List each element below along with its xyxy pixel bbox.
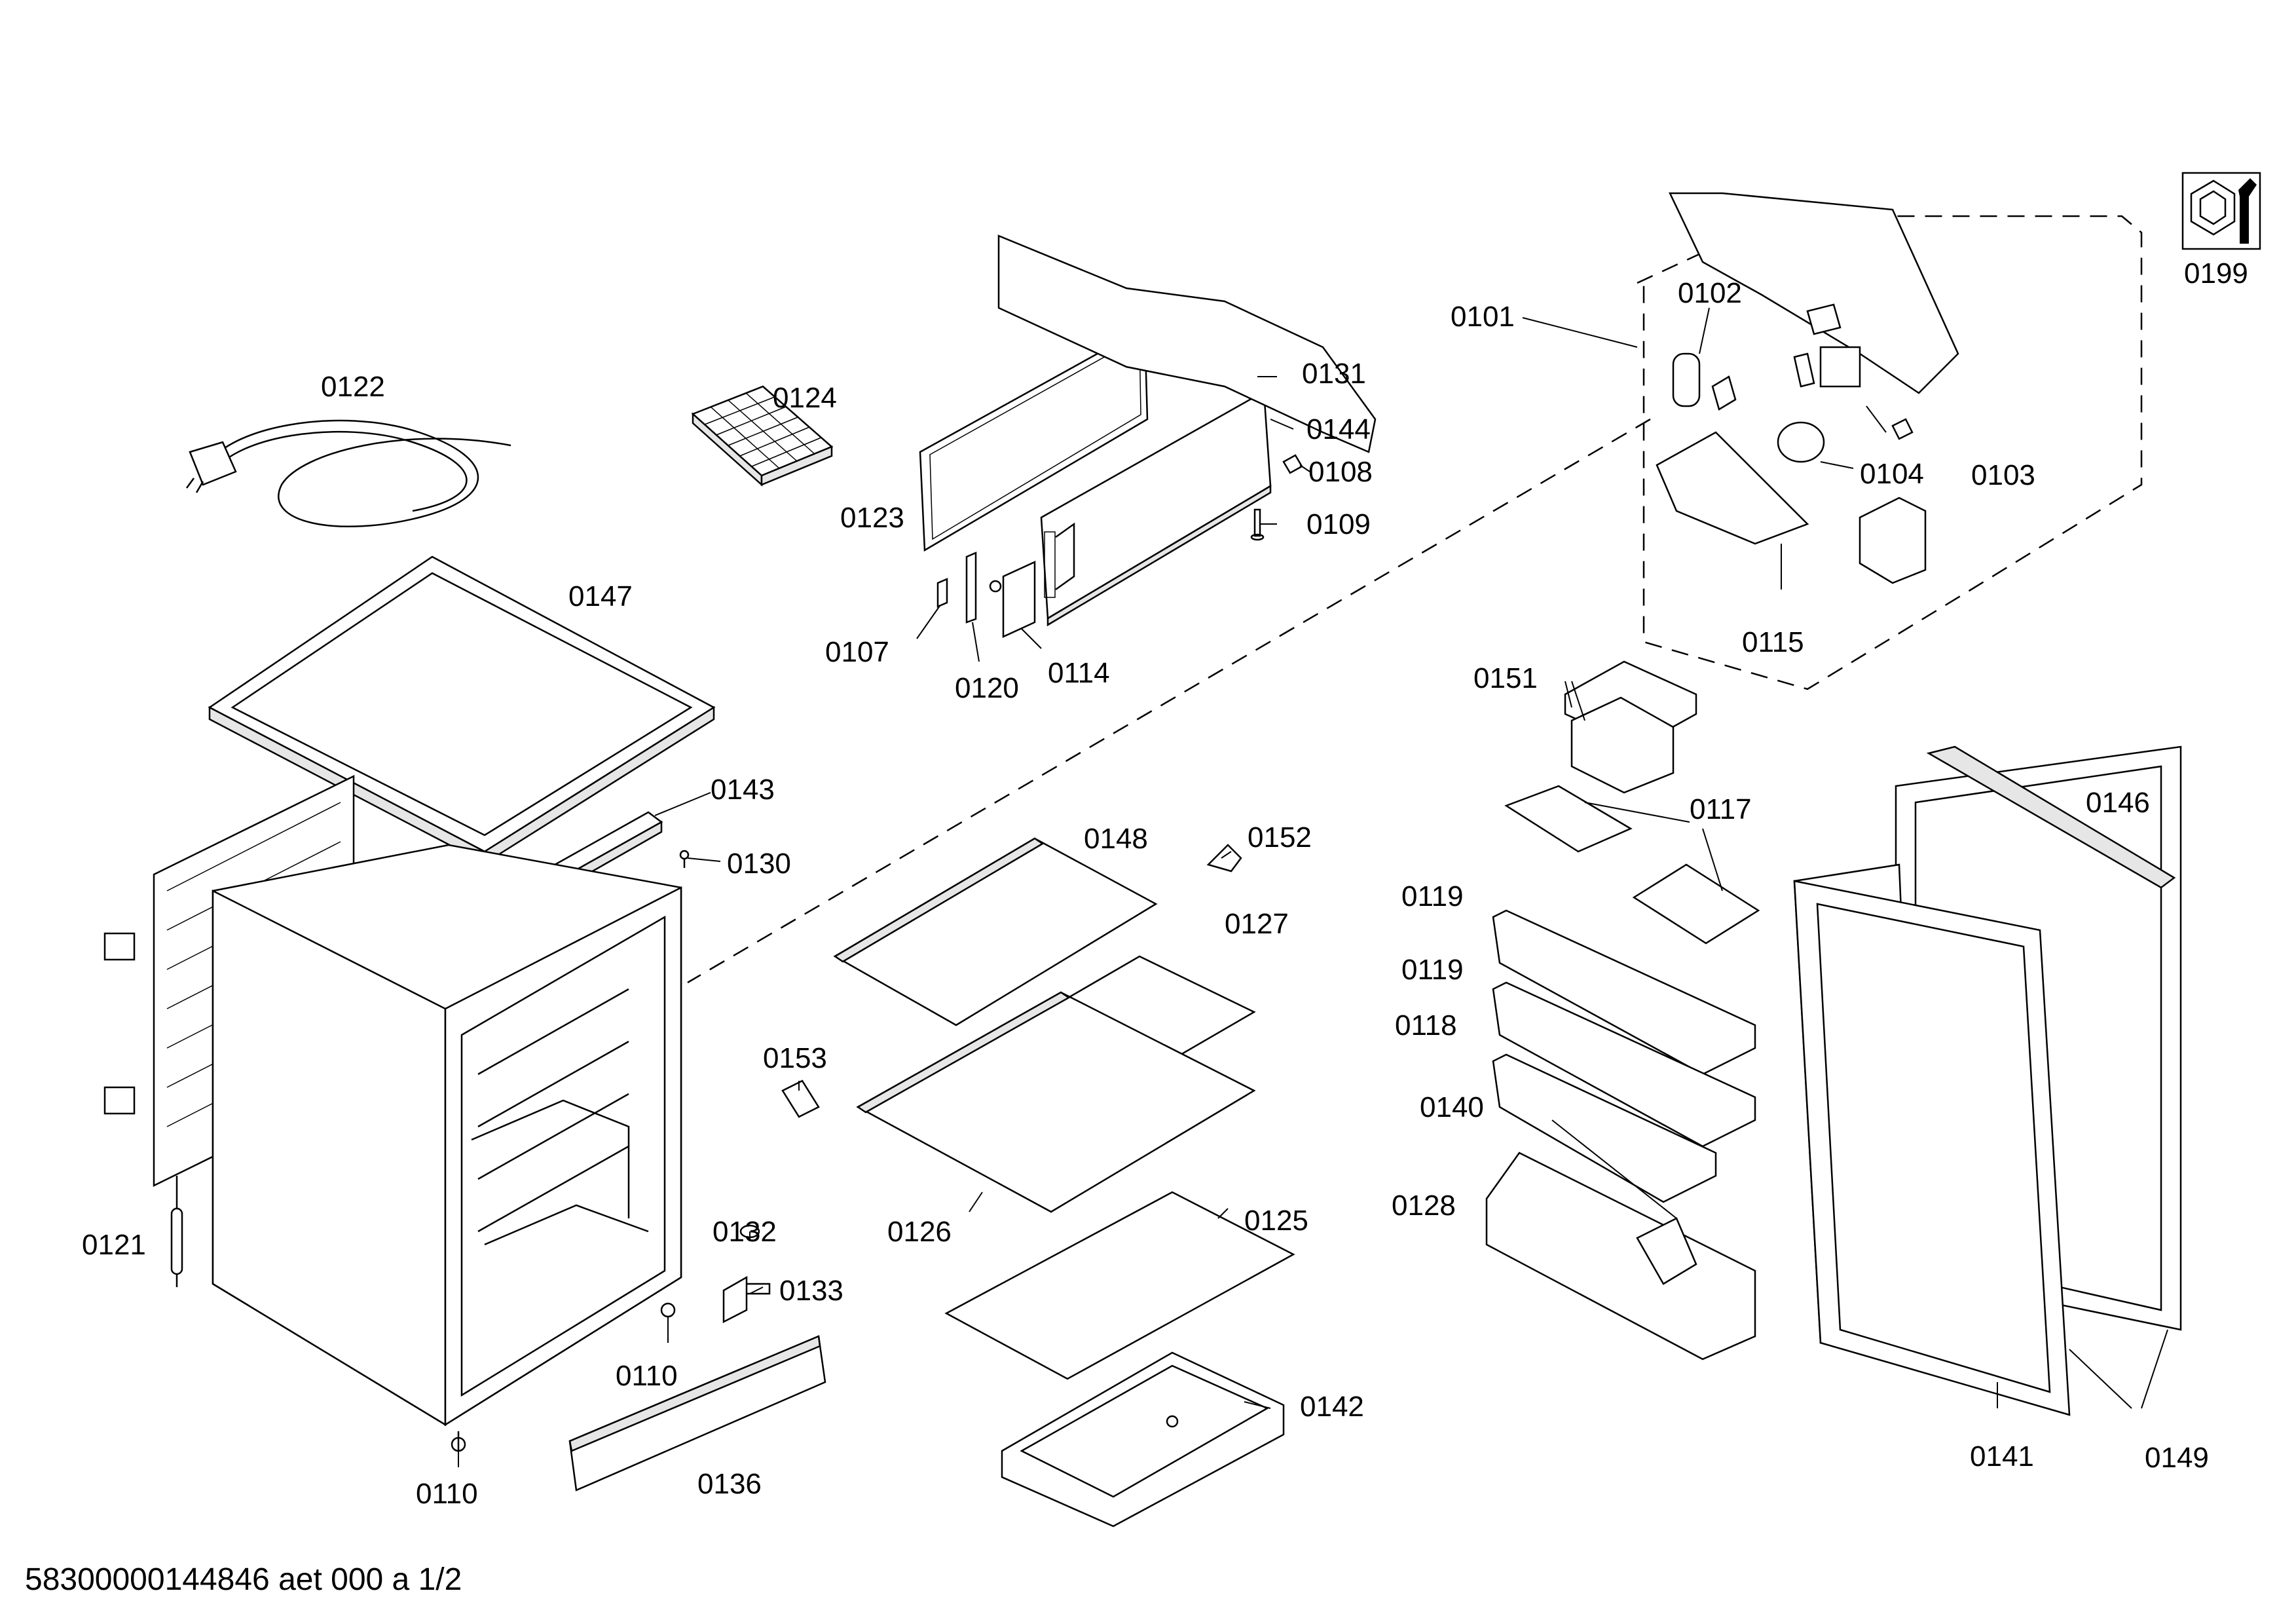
ice-tray-drawing [691,385,834,487]
part-label-0125: 0125 [1244,1205,1308,1237]
thermostat-lamp-assembly-drawing [997,192,1959,584]
part-label-0147: 0147 [568,580,633,612]
shelf-clips-drawing [781,844,1242,1118]
door-bins-drawing [1485,660,1760,1361]
part-label-0132: 0132 [713,1216,777,1248]
part-label-0110b: 0110 [416,1478,478,1510]
part-label-0144: 0144 [1306,413,1371,445]
kick-plate-drawing [568,1335,826,1492]
part-label-0199: 0199 [2184,257,2248,290]
assembly-dashed-outline [687,215,2143,984]
nut-and-wrench-icon [2181,172,2261,250]
glass-shelves-drawing [833,837,1295,1380]
freezer-compartment-door-drawing [1040,357,1303,627]
part-label-0141: 0141 [1970,1440,2034,1473]
part-label-0104: 0104 [1860,458,1924,490]
refrigerator-cabinet-drawing [103,774,682,1452]
part-label-0107: 0107 [825,636,889,668]
part-label-0108: 0108 [1308,456,1373,488]
part-label-0119a: 0119 [1401,880,1464,912]
part-label-0101: 0101 [1451,301,1515,333]
part-label-0128: 0128 [1392,1190,1456,1222]
door-hinge-parts-drawing [936,552,1036,638]
part-label-0146: 0146 [2086,787,2150,819]
part-label-0153: 0153 [763,1042,827,1074]
part-label-0149: 0149 [2145,1442,2209,1474]
part-label-0109: 0109 [1306,508,1371,540]
crisper-drawer-drawing [1001,1351,1285,1528]
part-label-0131: 0131 [1302,358,1366,390]
part-label-0130: 0130 [727,848,791,880]
part-label-0148: 0148 [1084,823,1148,855]
part-label-0110a: 0110 [616,1360,678,1392]
part-label-0102: 0102 [1678,277,1742,309]
part-label-0114: 0114 [1048,657,1110,689]
part-label-0118: 0118 [1395,1009,1457,1042]
part-label-0119b: 0119 [1401,954,1464,986]
power-cord-drawing [185,419,511,527]
part-label-0121: 0121 [82,1229,146,1261]
leader-lines [458,307,2168,1467]
part-label-0117: 0117 [1690,793,1752,825]
part-label-0124: 0124 [773,382,837,414]
part-label-0126: 0126 [887,1216,952,1248]
part-label-0136: 0136 [697,1468,762,1500]
part-label-0120: 0120 [955,672,1019,704]
part-label-0143: 0143 [711,774,775,806]
part-label-0152: 0152 [1248,821,1312,854]
part-label-0151: 0151 [1473,662,1538,694]
document-code: 58300000144846 aet 000 a 1/2 [25,1562,462,1597]
dryer-filter-drawing [170,1176,183,1287]
part-label-0140: 0140 [1420,1091,1484,1123]
main-door-drawing [1793,745,2182,1416]
part-label-0122: 0122 [321,371,385,403]
part-label-0127: 0127 [1225,908,1289,940]
freezer-door-gasket-drawing [919,326,1149,552]
part-label-0133: 0133 [779,1275,843,1307]
part-label-0115: 0115 [1742,626,1804,658]
part-label-0142: 0142 [1300,1391,1364,1423]
part-label-0123: 0123 [840,502,904,534]
part-labels: 0101 0102 0103 0104 0107 0108 0109 0110 … [82,257,2248,1510]
part-label-0103: 0103 [1971,459,2035,491]
lower-hinge-drawing [722,1224,771,1324]
